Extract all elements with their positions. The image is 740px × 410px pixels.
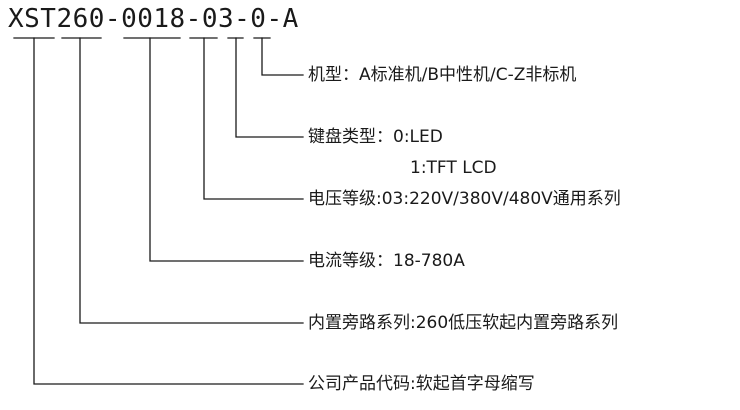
field-voltage-class-value: 03:220V/380V/480V通用系列 xyxy=(381,189,621,209)
leader-line-company-code xyxy=(33,37,304,385)
model-code-title: XST260-0018-03-0-A xyxy=(8,4,299,34)
field-voltage-class: 电压等级:03:220V/380V/480V通用系列 xyxy=(308,189,621,209)
field-voltage-class-label: 电压等级: xyxy=(308,189,382,209)
leader-line-voltage-class xyxy=(203,37,304,200)
field-company-code-value: 软起首字母缩写 xyxy=(415,374,535,394)
field-keyboard-type: 键盘类型：0:LED 1:TFT LCD xyxy=(308,127,497,178)
field-keyboard-type-value: 0:LED xyxy=(393,127,443,147)
leader-line-current-class xyxy=(149,37,304,262)
field-company-code: 公司产品代码:软起首字母缩写 xyxy=(308,374,535,394)
field-bypass-series: 内置旁路系列:260低压软起内置旁路系列 xyxy=(308,313,618,333)
leader-line-machine-type xyxy=(261,37,304,76)
leader-line-bypass-series xyxy=(79,37,304,324)
field-bypass-series-label: 内置旁路系列: xyxy=(308,313,416,333)
field-current-class-value: 18-780A xyxy=(393,251,465,271)
field-machine-type: 机型：A标准机/B中性机/C-Z非标机 xyxy=(308,65,576,85)
field-current-class: 电流等级：18-780A xyxy=(308,251,465,271)
field-keyboard-type-value-2: 1:TFT LCD xyxy=(410,158,497,178)
field-machine-type-label: 机型： xyxy=(308,65,359,85)
field-current-class-label: 电流等级： xyxy=(308,251,393,271)
field-bypass-series-value: 260低压软起内置旁路系列 xyxy=(415,313,619,333)
field-machine-type-value: A标准机/B中性机/C-Z非标机 xyxy=(359,65,577,85)
leader-line-keyboard-type xyxy=(235,37,304,138)
field-company-code-label: 公司产品代码: xyxy=(308,374,416,394)
field-keyboard-type-label: 键盘类型： xyxy=(308,127,393,147)
